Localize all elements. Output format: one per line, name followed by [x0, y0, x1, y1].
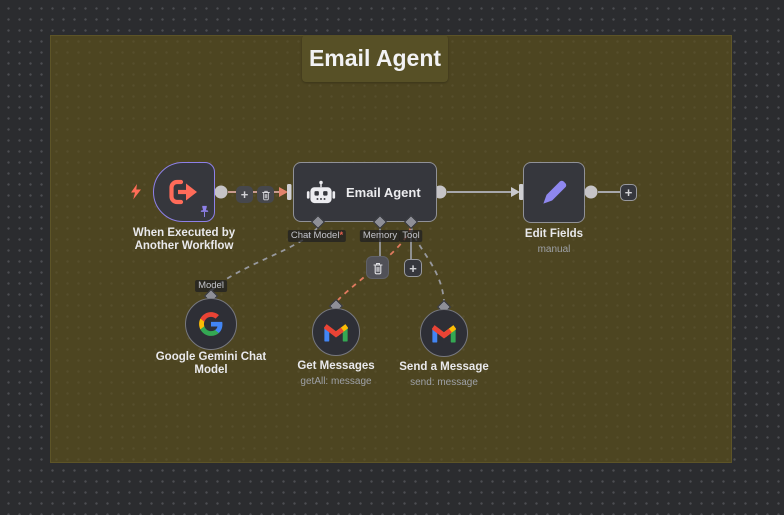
- node-trigger[interactable]: [153, 162, 215, 222]
- connector-label-chat-model: Chat Model*: [287, 230, 347, 242]
- workflow-title: Email Agent: [308, 45, 442, 71]
- trash-icon: [372, 262, 383, 274]
- pin-icon: [200, 205, 209, 218]
- pencil-icon: [543, 180, 567, 204]
- agent-node-title: Email Agent: [346, 184, 421, 200]
- connector-label-memory: Memory: [359, 230, 401, 242]
- output-connector-trigger[interactable]: [214, 185, 228, 199]
- get-messages-label: Get Messages: [297, 360, 375, 372]
- delete-memory-connection-button[interactable]: [366, 256, 389, 279]
- google-icon: [199, 312, 223, 336]
- connection-tool-to-sendmessage[interactable]: [410, 226, 445, 302]
- trigger-node-label: When Executed by Another Workflow: [132, 227, 236, 252]
- arrow-out-icon: [169, 179, 197, 205]
- gmail-icon: [324, 323, 348, 341]
- workflow-title-box: Email Agent: [302, 35, 448, 82]
- plus-icon: +: [409, 260, 417, 276]
- get-messages-sublabel: getAll: message: [300, 376, 372, 387]
- gmail-icon: [432, 324, 456, 342]
- node-send-message[interactable]: [420, 309, 468, 357]
- insert-node-button[interactable]: +: [236, 186, 253, 203]
- required-asterisk: *: [339, 230, 344, 241]
- connector-label-tool: Tool: [399, 230, 423, 242]
- add-tool-button[interactable]: +: [404, 259, 422, 277]
- execute-bolt-icon: [131, 184, 141, 200]
- node-get-messages[interactable]: [312, 308, 360, 356]
- output-connector-edit[interactable]: [584, 185, 598, 199]
- connection-tool-to-getmessages[interactable]: [337, 226, 412, 301]
- trash-icon: [261, 190, 270, 200]
- node-google-gemini[interactable]: [185, 298, 237, 350]
- gemini-node-label: Google Gemini Chat Model: [155, 351, 267, 376]
- edit-fields-sublabel: manual: [537, 244, 571, 255]
- plus-icon: +: [240, 187, 249, 202]
- send-message-sublabel: send: message: [410, 377, 478, 388]
- robot-icon: [306, 180, 336, 203]
- input-connector-edit[interactable]: [519, 184, 524, 200]
- selection-overlay: [50, 35, 732, 463]
- delete-connection-button[interactable]: [257, 186, 274, 203]
- add-node-button[interactable]: +: [620, 184, 637, 201]
- plus-icon: +: [624, 185, 633, 200]
- send-message-label: Send a Message: [399, 361, 489, 373]
- node-edit-fields[interactable]: [523, 162, 585, 223]
- edit-fields-label: Edit Fields: [524, 228, 584, 240]
- connector-label-model: Model: [195, 280, 227, 292]
- input-connector-agent[interactable]: [287, 184, 292, 200]
- node-email-agent[interactable]: Email Agent: [293, 162, 437, 222]
